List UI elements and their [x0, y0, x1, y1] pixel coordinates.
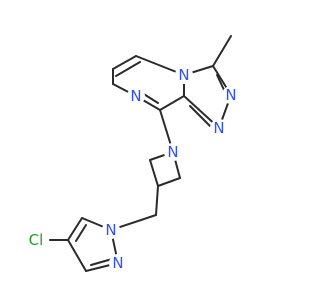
atom-n-triazole-1-label: N [225, 86, 236, 104]
atom-n-pyrazine: N [127, 87, 145, 105]
atom-cl-label: Cl [29, 231, 44, 249]
bond-pz-c5-c4 [67, 217, 83, 241]
bond-az-ctopleft-cbottom [149, 159, 159, 187]
bond-pz-c4-c3 [67, 239, 87, 272]
atom-n-pyrazine-label: N [130, 87, 141, 105]
bond-lines [49, 35, 232, 272]
atom-n-azetidine: N [164, 143, 182, 161]
atom-n-top-label: N [178, 66, 189, 84]
bond-pz-c5-c4-inner [75, 224, 87, 242]
atom-n-pyrazole-2-label: N [112, 254, 123, 272]
atom-n-pyrazole-2: N [109, 254, 127, 272]
atom-n-azetidine-label: N [167, 143, 178, 161]
atom-n-triazole-2-label: N [213, 119, 224, 137]
molecule-structure-diagram: N N N N N N N Cl [23, 35, 240, 272]
bond-pyr-c5-c6-inner [115, 61, 141, 77]
atom-n-top: N [175, 66, 193, 84]
atom-cl: Cl [23, 230, 49, 250]
bond-pyr-c5-c6 [112, 55, 137, 70]
atom-n-triazole-2: N [210, 119, 228, 137]
bond-tri-n1-c8a-inner [189, 105, 211, 127]
bond-pz-c3-n2-inner [90, 258, 113, 266]
atom-n-pyrazole-1: N [102, 221, 120, 239]
bond-cbottom-ch2 [155, 185, 159, 216]
atom-labels: N N N N N N N Cl [23, 66, 240, 272]
bond-tri-c3-methyl [212, 35, 232, 67]
bond-az-cright-cbottom [157, 177, 181, 187]
bond-pyr-c8-c8a [159, 95, 185, 111]
atom-n-pyrazole-1-label: N [105, 221, 116, 239]
bond-tri-c3-n2-inner [216, 74, 226, 93]
atom-n-triazole-1: N [222, 86, 240, 104]
